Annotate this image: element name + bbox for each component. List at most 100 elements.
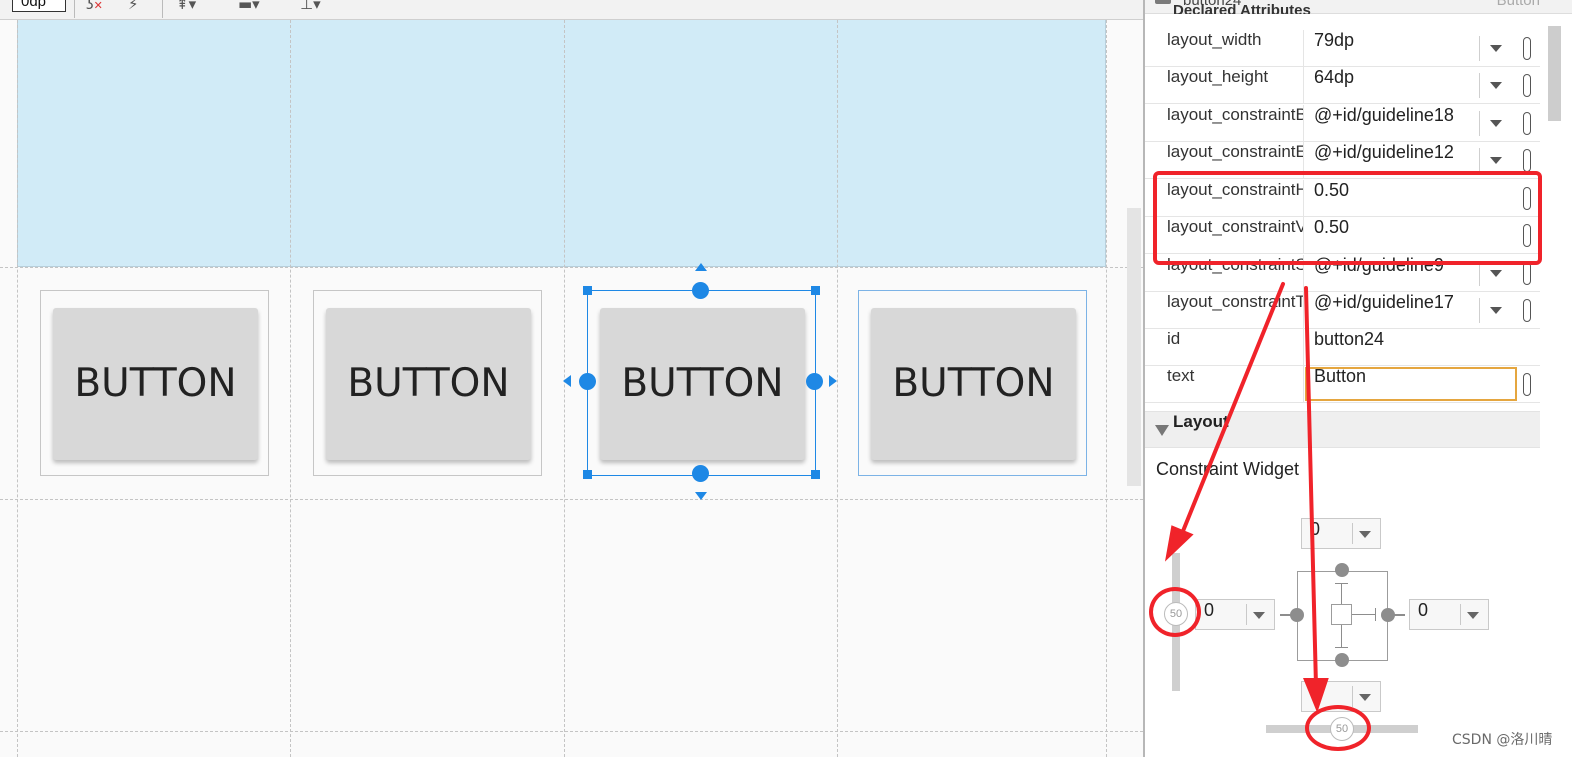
guideline-vertical[interactable]	[837, 20, 838, 757]
guideline-vertical[interactable]	[17, 20, 18, 757]
chevron-down-icon[interactable]	[1359, 531, 1371, 538]
button-widget[interactable]: BUTTON	[326, 308, 531, 460]
constraint-anchor-left[interactable]	[579, 373, 596, 390]
resize-handle-top-left[interactable]	[583, 286, 592, 295]
design-toolbar: 0dp ʖ✕ ⚡ ⇞▾ ▬▾ ⊥▾	[0, 0, 1143, 20]
guidelines-icon[interactable]: ⊥▾	[300, 0, 321, 13]
infer-constraints-icon[interactable]: ⚡	[128, 0, 139, 13]
chevron-down-icon[interactable]	[1467, 612, 1479, 619]
constraint-anchor-right[interactable]	[806, 373, 823, 390]
pack-icon[interactable]: ⇞▾	[176, 0, 197, 13]
constraint-line-left	[1280, 614, 1297, 616]
component-icon	[1155, 0, 1171, 4]
guideline-vertical[interactable]	[290, 20, 291, 757]
resource-picker-icon[interactable]	[1523, 262, 1531, 285]
collapse-triangle-icon[interactable]	[1155, 425, 1169, 436]
button-widget[interactable]: BUTTON	[871, 308, 1076, 460]
button-frame[interactable]: BUTTON	[40, 290, 269, 476]
panel-divider[interactable]	[1143, 0, 1145, 757]
resource-picker-icon[interactable]	[1523, 112, 1531, 135]
attribute-row[interactable]: layout_constraintTop_toTopOf @+id/guidel…	[1145, 292, 1540, 329]
align-icon[interactable]: ▬▾	[238, 0, 260, 13]
guideline-horizontal[interactable]	[0, 499, 1143, 500]
default-margin-dropdown[interactable]: 0dp	[12, 0, 66, 12]
attribute-value[interactable]: 0.50	[1314, 217, 1350, 237]
layout-section-header[interactable]: Layout	[1145, 411, 1540, 448]
chevron-down-icon[interactable]	[1490, 270, 1502, 277]
chevron-down-icon[interactable]	[1490, 157, 1502, 164]
guideline-horizontal[interactable]	[0, 267, 1143, 268]
guideline-horizontal[interactable]	[0, 731, 1143, 732]
bottom-constraint-dot[interactable]	[1335, 653, 1349, 667]
resource-picker-icon[interactable]	[1523, 224, 1531, 247]
left-constraint-dot[interactable]	[1290, 608, 1304, 622]
chevron-down-icon[interactable]	[1490, 120, 1502, 127]
guideline-vertical[interactable]	[564, 20, 565, 757]
attribute-row[interactable]: layout_height 64dp	[1145, 67, 1540, 104]
chevron-down-icon[interactable]	[1490, 307, 1502, 314]
attribute-row-id[interactable]: id button24	[1145, 329, 1540, 366]
dropdown-separator	[1479, 73, 1480, 98]
right-constraint-dot[interactable]	[1381, 608, 1395, 622]
resource-picker-icon[interactable]	[1523, 74, 1531, 97]
chevron-down-icon[interactable]	[1490, 45, 1502, 52]
attribute-row[interactable]: layout_constraintBottom_toBottomOf @+id/…	[1145, 105, 1540, 142]
attribute-value[interactable]: 64dp	[1314, 67, 1355, 87]
button-frame[interactable]: BUTTON	[313, 290, 542, 476]
top-margin-value: 0	[1310, 519, 1321, 539]
resize-handle-top-right[interactable]	[811, 286, 820, 295]
attribute-name: id	[1167, 329, 1181, 348]
left-margin-dropdown[interactable]: 0	[1195, 599, 1275, 630]
top-constraint-dot[interactable]	[1335, 563, 1349, 577]
attribute-value[interactable]: 79dp	[1314, 30, 1355, 50]
attribute-value[interactable]: @+id/guideline12	[1314, 142, 1454, 162]
constraint-anchor-top[interactable]	[692, 282, 709, 299]
attribute-row-horizontal-bias[interactable]: layout_constraintHorizontal_bias 0.50	[1145, 180, 1540, 217]
selected-button-widget[interactable]: BUTTON	[600, 308, 805, 460]
chevron-down-icon[interactable]	[1359, 694, 1371, 701]
column-divider	[1303, 329, 1304, 366]
arrow-left-icon	[563, 375, 571, 387]
clear-constraints-icon[interactable]: ʖ✕	[86, 0, 103, 13]
spring-cap	[1335, 583, 1348, 584]
attribute-row[interactable]: layout_width 79dp	[1145, 30, 1540, 67]
panel-scrollbar[interactable]	[1548, 26, 1561, 121]
resource-picker-icon[interactable]	[1523, 373, 1531, 396]
button-frame[interactable]: BUTTON	[858, 290, 1087, 476]
guideline-vertical[interactable]	[1106, 20, 1107, 757]
attribute-value[interactable]: 0.50	[1314, 180, 1350, 200]
resource-picker-icon[interactable]	[1523, 37, 1531, 60]
chevron-down-icon[interactable]	[1490, 82, 1502, 89]
column-divider	[1303, 67, 1304, 104]
right-margin-dropdown[interactable]: 0	[1409, 599, 1489, 630]
resource-picker-icon[interactable]	[1523, 299, 1531, 322]
attribute-name: layout_constraintBottom_toBottomOf	[1167, 105, 1303, 124]
selected-button-frame[interactable]: BUTTON	[587, 290, 816, 476]
attribute-row-vertical-bias[interactable]: layout_constraintVertical_bias 0.50	[1145, 217, 1540, 254]
attribute-name: layout_constraintTop_toTopOf	[1167, 292, 1303, 311]
vertical-spring-icon	[1341, 625, 1342, 647]
chevron-down-icon[interactable]	[1253, 612, 1265, 619]
design-canvas[interactable]: BUTTON BUTTON BUTTON BUTTON	[0, 20, 1143, 757]
attribute-name: layout_width	[1167, 30, 1262, 49]
attribute-value[interactable]: @+id/guideline18	[1314, 105, 1454, 125]
resource-picker-icon[interactable]	[1523, 187, 1531, 210]
layout-section-title: Layout	[1173, 412, 1229, 431]
attribute-row[interactable]: layout_constraintEnd_toEndOf @+id/guidel…	[1145, 142, 1540, 179]
attribute-value[interactable]: @+id/guideline17	[1314, 292, 1454, 312]
arrow-down-icon	[695, 492, 707, 500]
id-input[interactable]: button24	[1314, 329, 1385, 349]
arrow-right-icon	[829, 375, 837, 387]
attribute-row-text[interactable]: text Button	[1145, 366, 1540, 403]
constraint-anchor-bottom[interactable]	[692, 465, 709, 482]
attribute-value[interactable]: @+id/guideline9	[1314, 255, 1444, 275]
resize-handle-bottom-left[interactable]	[583, 470, 592, 479]
dropdown-separator	[1479, 261, 1480, 286]
component-type: Button	[1496, 0, 1540, 9]
resource-picker-icon[interactable]	[1523, 149, 1531, 172]
canvas-scrollbar[interactable]	[1127, 208, 1141, 486]
text-input[interactable]: Button	[1314, 366, 1367, 386]
top-margin-dropdown[interactable]: 0	[1301, 518, 1381, 549]
resize-handle-bottom-right[interactable]	[811, 470, 820, 479]
button-widget[interactable]: BUTTON	[53, 308, 258, 460]
